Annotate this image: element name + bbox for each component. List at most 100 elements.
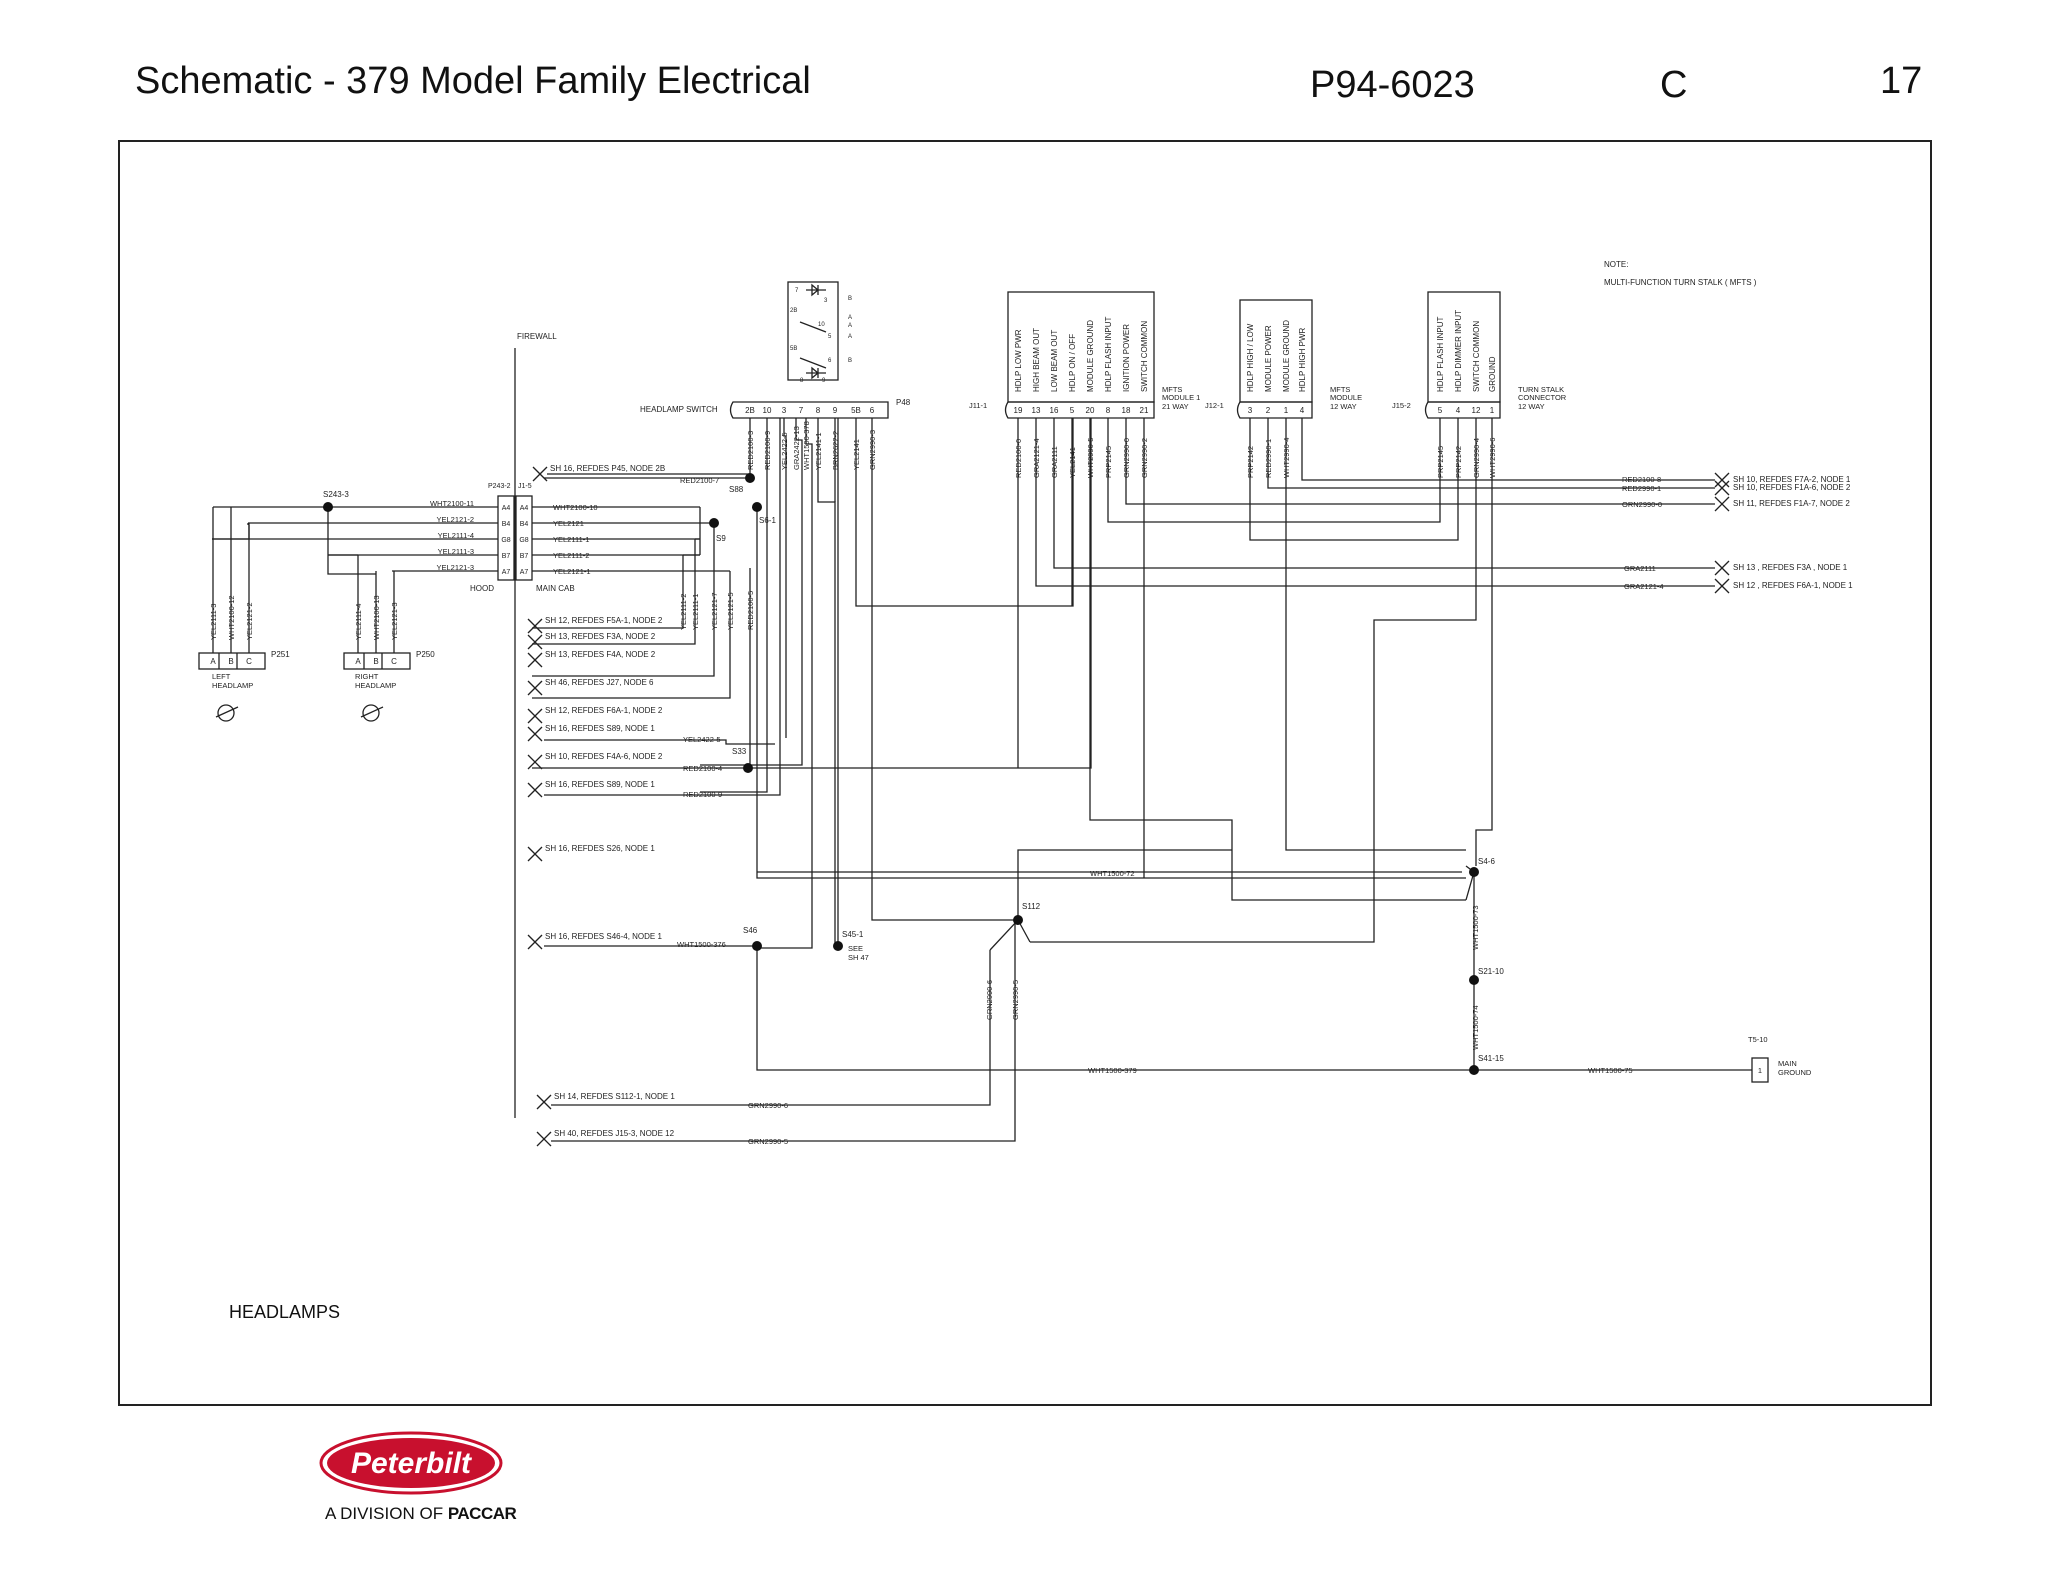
pin-label: A7 [502,569,511,576]
pin-label: 3 [782,406,787,415]
switch-pin-label: B [848,296,852,302]
wire-label: WHT1500-73 [1471,905,1480,950]
splice-label: S41-15 [1478,1054,1504,1063]
pin-function-label: HDLP FLASH INPUT [1104,316,1113,392]
wire-label: YEL2121-1 [553,567,591,576]
page-number: 17 [1880,60,1923,102]
ground-label: MAIN [1778,1059,1797,1068]
pin-function-label: HIGH BEAM OUT [1032,328,1041,392]
splice-label: S9 [716,534,726,543]
pin-label: 18 [1122,406,1131,415]
mfts-module-1 [1007,291,1155,403]
wire [532,539,696,645]
wire-label: GRA2111 [1050,446,1059,478]
wire-label: PRP2145 [1436,446,1445,478]
terminator-mark [527,726,543,742]
splice-s9 [709,518,719,528]
wire-label: GRN2990-6 [748,1101,788,1110]
wire-label: YEL2141-1 [814,432,823,470]
wire [1017,849,1232,920]
pin-label: 9 [833,406,838,415]
lamp-label: HEADLAMP [355,681,396,690]
splice-s21 [1469,975,1479,985]
terminator-mark [527,846,543,862]
module-label: 12 WAY [1518,402,1545,411]
headlamp-switch-body [787,281,839,381]
wire-label: GRN2990-5 [1011,980,1020,1020]
wire [1030,418,1477,943]
terminator-mark [527,634,543,650]
firewall-label: FIREWALL [517,332,557,341]
wire [748,418,1092,769]
switch-pin-label: 8 [800,378,804,384]
wire-label: WHT1500-378 [802,421,811,470]
wire [1053,418,1715,569]
terminator-mark [527,652,543,668]
module-label: CONNECTOR [1518,393,1567,402]
wire-label: GRA2121-4 [1032,438,1041,478]
j15-connector [1424,401,1501,419]
pin-function-label: HDLP HIGH PWR [1298,327,1307,392]
wire-label: RED2100-9 [763,431,772,470]
wire-label: GRN2990-3 [868,430,877,470]
wire [783,418,787,738]
peterbilt-logo: Peterbilt [319,1431,503,1495]
splice-label: S88 [729,485,744,494]
splice-s6 [752,502,762,512]
switch-pin-label: 3 [824,298,828,304]
wire-label: YEL2111-3 [438,547,474,556]
pin-label: 1 [1490,406,1495,415]
reference-label: SH 12 , REFDES F6A-1, NODE 1 [1733,581,1853,590]
wire-label: YEL2422-5 [780,432,789,470]
pin-function-label: MODULE GROUND [1282,320,1291,392]
pin-label: 21 [1140,406,1149,415]
wire-label: PRP2142 [1454,446,1463,478]
pin-label: 7 [799,406,804,415]
pin-label: G8 [501,537,510,544]
reference-label: SH 13 , REFDES F3A , NODE 1 [1733,563,1848,572]
wire-label: RED2100-7 [680,476,719,485]
section-label: HEADLAMPS [229,1302,341,1322]
wire [1301,418,1715,481]
wire-label: RED2100-8 [1622,475,1661,484]
lamp-label: LEFT [212,672,231,681]
see-label: SEE [848,944,863,953]
wire-label: WHT1500-74 [1471,1005,1480,1050]
wire-label: PRP2145 [1104,446,1113,478]
pin-label: 1 [1758,1066,1762,1075]
pin-label: 16 [1050,406,1059,415]
lamp-label: HEADLAMP [212,681,253,690]
wire [551,920,1016,1142]
pin-label: 20 [1086,406,1095,415]
wire-label: GRA2422-13 [792,426,801,470]
connector-label: J1-5 [518,483,532,490]
splice-s243 [323,502,333,512]
pin-label: 8 [1106,406,1111,415]
connector-label: P243-2 [488,483,511,490]
splice-label: S21-10 [1478,967,1504,976]
wire-label: RED2100-9 [683,790,722,799]
pin-function-label: MODULE GROUND [1086,320,1095,392]
splice-label: S4-6 [1478,857,1495,866]
headlamp-icon [360,706,384,718]
see-label: SH 47 [848,953,869,962]
connector-p243 [497,495,515,581]
pin-label: A4 [502,505,511,512]
pin-label: B4 [520,521,529,528]
module-label: MODULE [1330,393,1362,402]
wire-label: GRA2121-4 [1624,582,1664,591]
wire [327,507,376,575]
wire [532,555,684,629]
wire-label: WHT2100-13 [372,595,381,640]
pin-label: B7 [520,553,529,560]
headlamp-icon [215,706,239,718]
wire-label: YEL2141 [1068,447,1077,478]
reference-label: SH 40, REFDES J15-3, NODE 12 [554,1129,675,1138]
connector-p251 [198,652,266,670]
reference-label: SH 16, REFDES S26, NODE 1 [545,844,655,853]
wire [1267,418,1715,489]
hood-label: HOOD [470,584,494,593]
wire-label: RED2100-3 [746,431,755,470]
switch-label: HEADLAMP SWITCH [640,405,718,414]
